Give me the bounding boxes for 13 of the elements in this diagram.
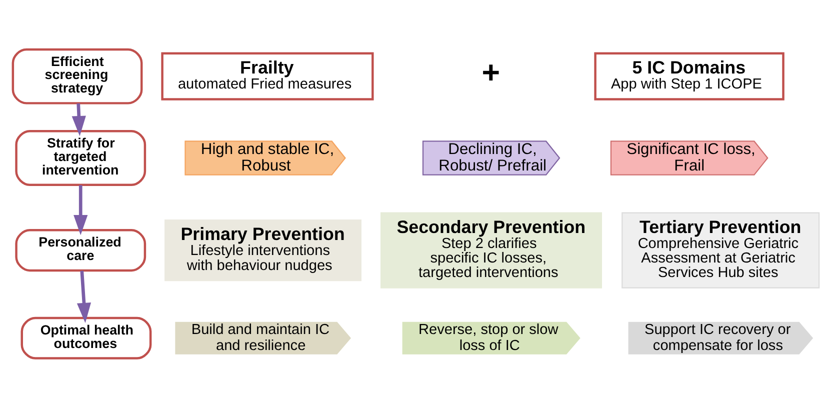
arrow bbox=[76, 270, 92, 323]
node-box: Primary Prevention Lifestyle interventions with behaviour nudges bbox=[164, 219, 362, 281]
node-box: Secondary Prevention Step 2 clarifies specific IC losses, targeted interventions bbox=[380, 212, 602, 288]
node-box: Stratify for targeted intervention bbox=[15, 130, 146, 186]
node-box: Frailty automated Fried measures bbox=[161, 52, 374, 100]
node-box: Personalized care bbox=[15, 228, 146, 272]
arrow bbox=[72, 102, 86, 136]
node-box: Efficient screening strategy bbox=[12, 48, 143, 104]
node-box: Tertiary Prevention Comprehensive Geriatric Assessment at Geriatric Services Hub sites bbox=[622, 212, 820, 288]
arrow bbox=[74, 184, 88, 235]
label: + bbox=[482, 54, 500, 90]
node-box: Optimal health outcomes bbox=[20, 316, 152, 359]
node-box: 5 IC Domains App with Step 1 ICOPE bbox=[594, 52, 784, 100]
